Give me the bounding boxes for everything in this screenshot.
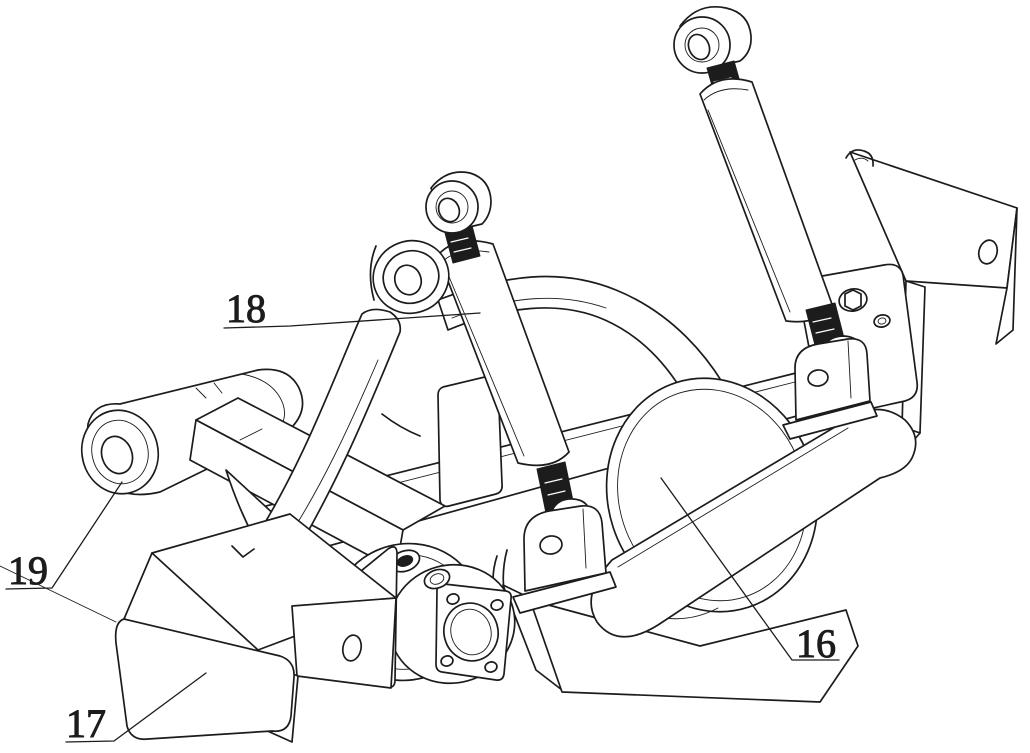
front-bracket: [0, 513, 397, 743]
apex-bushing: [369, 239, 450, 315]
bracket-bolt-hole: [977, 239, 999, 265]
shock-absorber-front: [369, 171, 617, 614]
rear-shock-clevis: [782, 335, 878, 440]
axle-housing: [502, 377, 917, 703]
part-label-17: 17: [66, 701, 106, 746]
leader-line-19: [5, 481, 123, 590]
leader-line-18: [223, 312, 481, 329]
part-label-19: 19: [8, 548, 48, 593]
arm-bushing-hole: [100, 435, 134, 475]
leader-line-17: [65, 672, 207, 743]
bracket-end-plate: [114, 618, 295, 741]
part-label-16: 16: [796, 621, 836, 666]
drawing-root: 18 19 17 16: [0, 6, 1018, 747]
housing-bar: [590, 408, 917, 638]
shock-absorber-rear: [673, 6, 846, 350]
part-label-18: 18: [226, 286, 266, 331]
front-shock-clevis: [523, 504, 607, 592]
leader-line-16: [660, 477, 840, 661]
leader-lines: [5, 312, 840, 743]
shock-cylinder-rear: [699, 78, 834, 323]
